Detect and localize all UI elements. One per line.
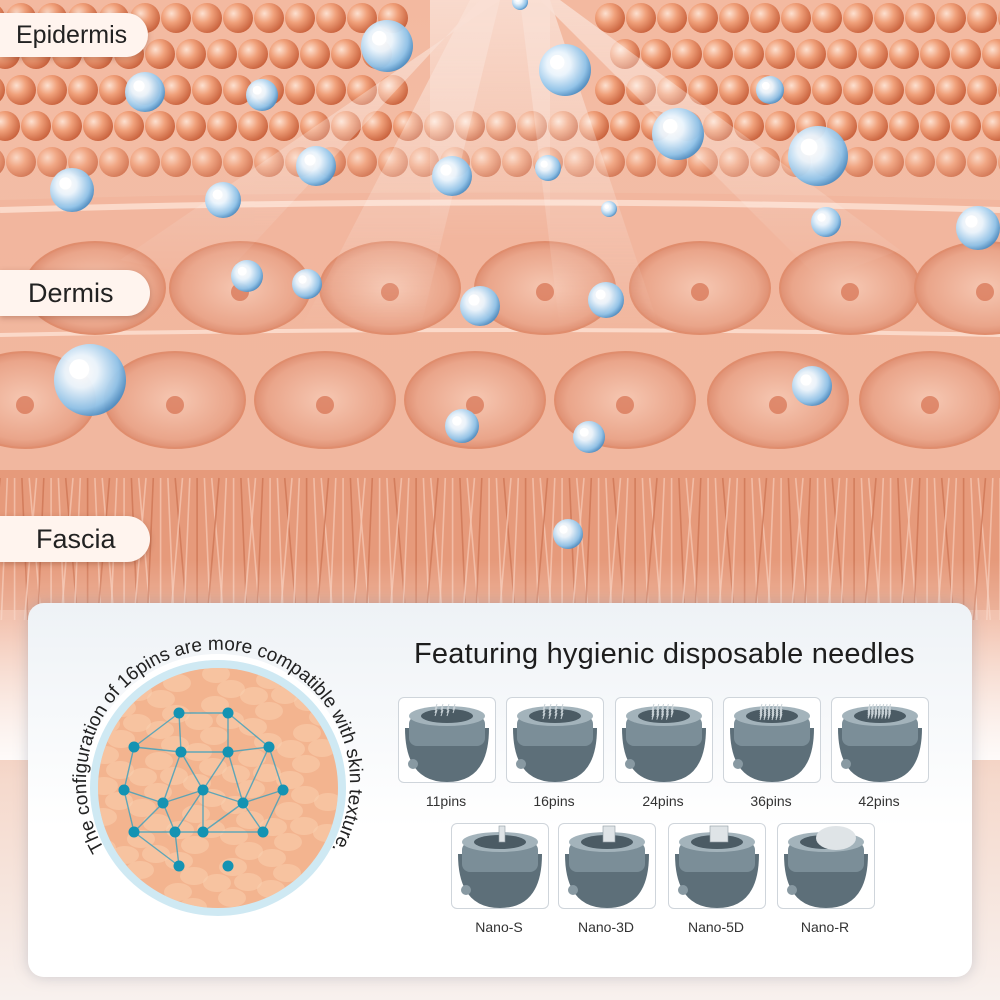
needle-42pins-cartridge (831, 697, 929, 783)
needle-24pins-cartridge (615, 697, 713, 783)
moisture-bubbles (50, 0, 1000, 549)
needle-nano-s-cartridge (451, 823, 549, 909)
needle-nano-r-cartridge (777, 823, 875, 909)
needle-nano-5d-cartridge (668, 823, 766, 909)
needle-11pins-cartridge (398, 697, 496, 783)
fascia-label: Fascia (0, 516, 150, 562)
needle-36pins-cartridge (723, 697, 821, 783)
epidermis-label: Epidermis (0, 13, 148, 57)
dermis-label: Dermis (0, 270, 150, 316)
needle-nano-3d-label: Nano-3D (577, 919, 635, 935)
needle-nano-r-label: Nano-R (800, 919, 850, 935)
needle-42pins-label: 42pins (858, 793, 900, 809)
needle-16pins-label: 16pins (533, 793, 575, 809)
needle-24pins-label: 24pins (642, 793, 684, 809)
needle-nano-3d-cartridge (558, 823, 656, 909)
needle-36pins-label: 36pins (750, 793, 792, 809)
needle-16pins-cartridge (506, 697, 604, 783)
panel-title: Featuring hygienic disposable needles (414, 638, 915, 670)
needle-nano-s-label: Nano-S (475, 919, 523, 935)
needle-nano-5d-label: Nano-5D (687, 919, 745, 935)
needle-11pins-label: 11pins (425, 793, 467, 809)
